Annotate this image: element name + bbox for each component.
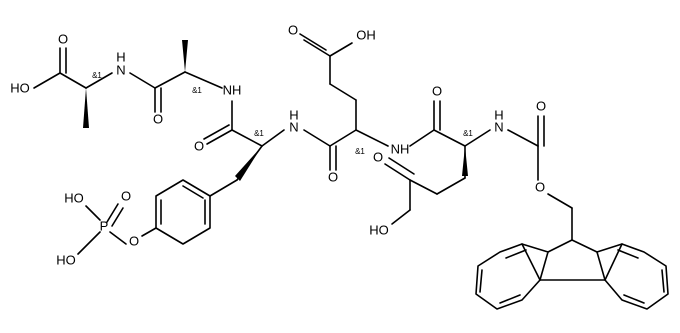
label-o-ala-acid: O	[58, 31, 68, 46]
label-o-phospho-bridge: O	[129, 233, 139, 248]
stereo-label-glu-fmoc: &1	[463, 129, 473, 138]
stereo-label-tyr: &1	[254, 129, 264, 138]
label-o-glu2-side-carbonyl: O	[373, 149, 383, 164]
label-o-tyr-amide: O	[194, 138, 204, 153]
label-o-fmoc-carbonyl: O	[536, 98, 546, 113]
label-ho-phospho-top: HO	[64, 190, 84, 205]
wedge-ala-terminal	[83, 88, 89, 128]
label-nh-glu2-fmoc-n: N	[494, 119, 503, 134]
label-nh-tyr-glu-h: H	[289, 107, 298, 122]
wedge-glu-fmoc	[462, 146, 468, 176]
wedge-ala-internal	[182, 40, 188, 72]
label-nh-glu2-fmoc-h: H	[494, 107, 503, 122]
label-p-phospho: P	[100, 218, 109, 233]
label-nh-glu-glu: NH	[391, 141, 410, 156]
label-o-glu-side-carbonyl: O	[288, 22, 298, 37]
label-ho-glu2-side: HO	[369, 222, 389, 237]
label-ho-ala-terminal: HO	[10, 80, 30, 95]
atom-labels: HO O H N O NH O H N O O OH NH O H N O O …	[10, 22, 546, 267]
stereo-wedges	[83, 40, 468, 181]
label-o-phospho-double: O	[121, 188, 131, 203]
label-nh-tyr-glu-n: N	[289, 119, 298, 134]
label-oh-glu-side: OH	[356, 27, 376, 42]
stereo-label-ala-terminal: &1	[92, 71, 102, 80]
stereo-descriptors: &1 &1 &1 &1 &1	[92, 71, 473, 156]
stereo-label-glu-internal: &1	[355, 147, 365, 156]
wedge-tyr	[235, 146, 262, 181]
label-nh-ala-ala-h: H	[116, 49, 125, 64]
label-o-glu-amide: O	[328, 169, 338, 184]
label-nh-ala-tyr: NH	[223, 82, 242, 97]
label-ho-phospho-bottom: HO	[56, 252, 76, 267]
stereo-label-ala-internal: &1	[192, 86, 202, 95]
label-nh-ala-ala-n: N	[116, 62, 125, 77]
label-o-glu2-amide: O	[432, 83, 442, 98]
label-o-fmoc-ester: O	[535, 179, 545, 194]
label-o-ala-amide: O	[153, 111, 163, 126]
bond-network	[33, 33, 669, 310]
